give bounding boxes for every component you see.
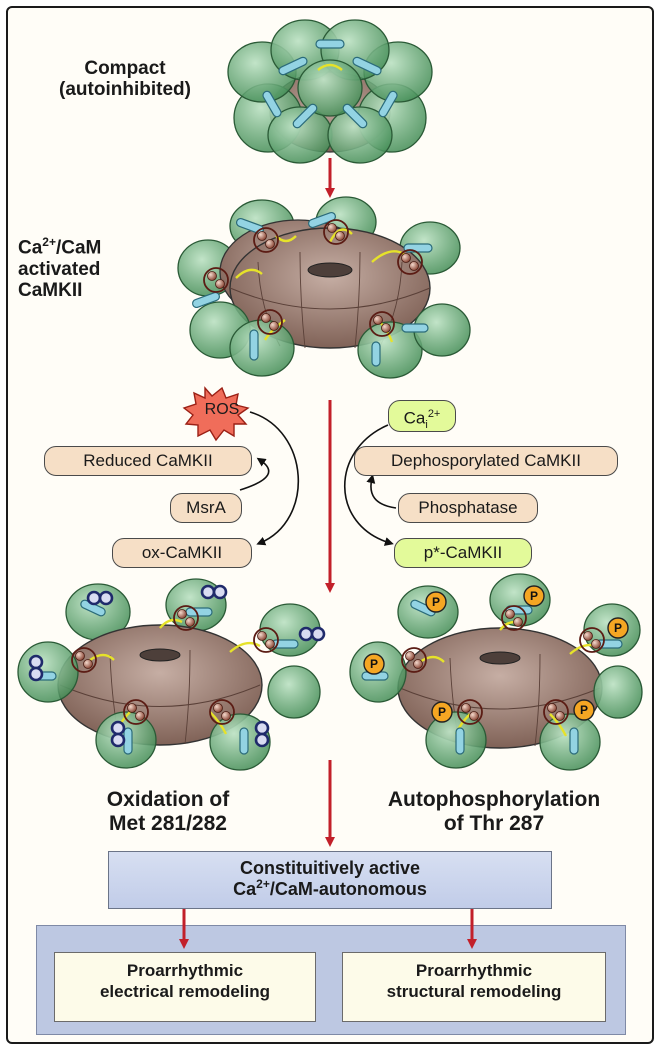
msra-box: MsrA [170, 493, 242, 523]
phosphatase-to-dephos-arrow [366, 474, 397, 509]
ros-to-ox-arrow [249, 411, 300, 546]
p-camkii-box: p*-CaMKII [394, 538, 532, 568]
constitutive-text: Constituitively active Ca2+/CaM-autonomo… [233, 858, 427, 900]
dephosphorylated-camkii-box: Dephosporylated CaMKII [354, 446, 618, 476]
constitutively-active-box: Constituitively active Ca2+/CaM-autonomo… [108, 851, 552, 909]
svg-text:P: P [614, 621, 622, 635]
oxidation-markers [28, 584, 326, 748]
electrical-remodeling-box: Proarrhythmic electrical remodeling [54, 952, 316, 1022]
oxidation-label: Oxidation of Met 281/282 [106, 788, 230, 835]
cai-to-pcamkii-arrow [344, 424, 394, 546]
svg-text:P: P [370, 657, 378, 671]
autophosphorylation-label: Autophosphorylation of Thr 287 [387, 788, 601, 835]
structural-remodeling-box: Proarrhythmic structural remodeling [342, 952, 606, 1022]
svg-text:P: P [432, 595, 440, 609]
cai-box: Cai2+ [388, 400, 456, 432]
ros-starburst [182, 386, 250, 442]
reduced-camkii-box: Reduced CaMKII [44, 446, 252, 476]
svg-text:P: P [530, 589, 538, 603]
ros-label: ROS [204, 401, 240, 418]
msra-to-reduced-arrow [239, 457, 270, 491]
phosphorylated-camkii-illustration: P P P P P P [349, 573, 643, 771]
ox-camkii-box: ox-CaMKII [112, 538, 252, 568]
svg-text:P: P [580, 703, 588, 717]
compact-label: Compact (autoinhibited) [59, 58, 191, 101]
oxidized-camkii-illustration [17, 578, 326, 771]
activated-camkii-illustration [177, 196, 471, 379]
activated-label: Ca2+/CaM activated CaMKII [18, 235, 102, 301]
phosphatase-box: Phosphatase [398, 493, 538, 523]
phospho-markers: P P P P P P [363, 585, 629, 723]
svg-text:P: P [438, 705, 446, 719]
compact-camkii-illustration [227, 19, 433, 164]
